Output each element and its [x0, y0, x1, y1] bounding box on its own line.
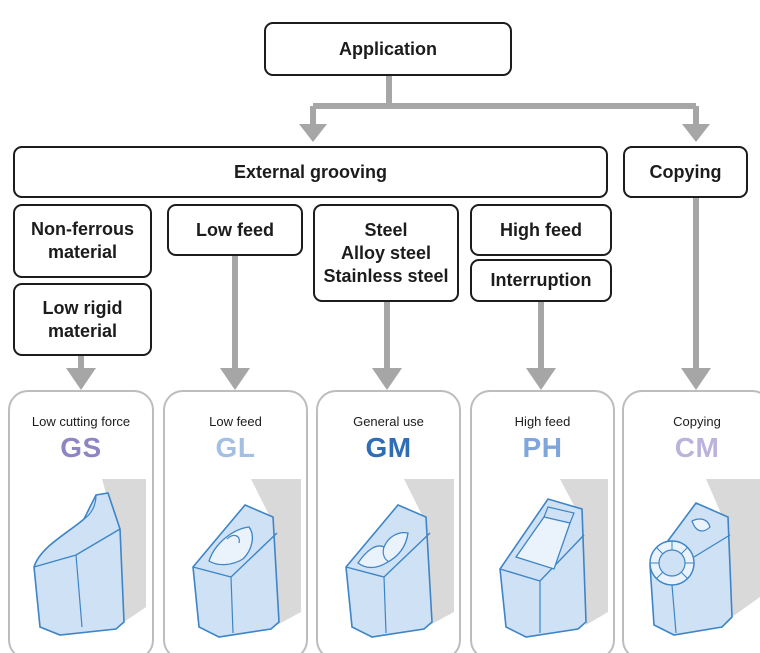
chipbreaker-code: GS	[60, 432, 102, 463]
arrowhead-gm	[372, 368, 402, 390]
insert-gl-icon	[192, 479, 301, 638]
condition-interruption: Interruption	[470, 259, 612, 302]
condition-steel-alloy-stainless: Steel Alloy steel Stainless steel	[313, 204, 459, 302]
chipbreaker-card-gs: Low cutting force GS	[8, 390, 154, 653]
chipbreaker-card-cm: Copying CM	[622, 390, 760, 653]
insert-ph-icon	[499, 479, 608, 638]
arrowhead-ph	[526, 368, 556, 390]
chipbreaker-code: CM	[674, 432, 720, 463]
arrowhead-copying	[682, 124, 710, 142]
chipbreaker-use-label: Copying	[673, 414, 721, 429]
chipbreaker-use-label: Low feed	[209, 414, 262, 429]
insert-gs-icon	[33, 479, 146, 636]
chipbreaker-code: PH	[522, 432, 563, 463]
external-grooving-box: External grooving	[13, 146, 608, 198]
chipbreaker-card-gl: Low feed GL	[163, 390, 308, 653]
chipbreaker-code: GM	[365, 432, 412, 463]
insert-cm-icon	[649, 479, 760, 636]
chipbreaker-use-label: General use	[353, 414, 424, 429]
arrowhead-external	[299, 124, 327, 142]
chipbreaker-card-gm: General use GM	[316, 390, 461, 653]
condition-low-rigid-material: Low rigid material	[13, 283, 152, 356]
arrowhead-gs	[66, 368, 96, 390]
insert-gm-icon	[345, 479, 454, 638]
arrowhead-gl	[220, 368, 250, 390]
copying-box: Copying	[623, 146, 748, 198]
chipbreaker-card-ph: High feed PH	[470, 390, 615, 653]
chipbreaker-use-label: Low cutting force	[31, 414, 131, 429]
application-box: Application	[264, 22, 512, 76]
chipbreaker-code: GL	[215, 432, 256, 463]
arrowhead-cm	[681, 368, 711, 390]
chipbreaker-use-label: High feed	[514, 414, 571, 429]
condition-high-feed: High feed	[470, 204, 612, 256]
condition-low-feed: Low feed	[167, 204, 303, 256]
condition-non-ferrous-material: Non-ferrous material	[13, 204, 152, 278]
